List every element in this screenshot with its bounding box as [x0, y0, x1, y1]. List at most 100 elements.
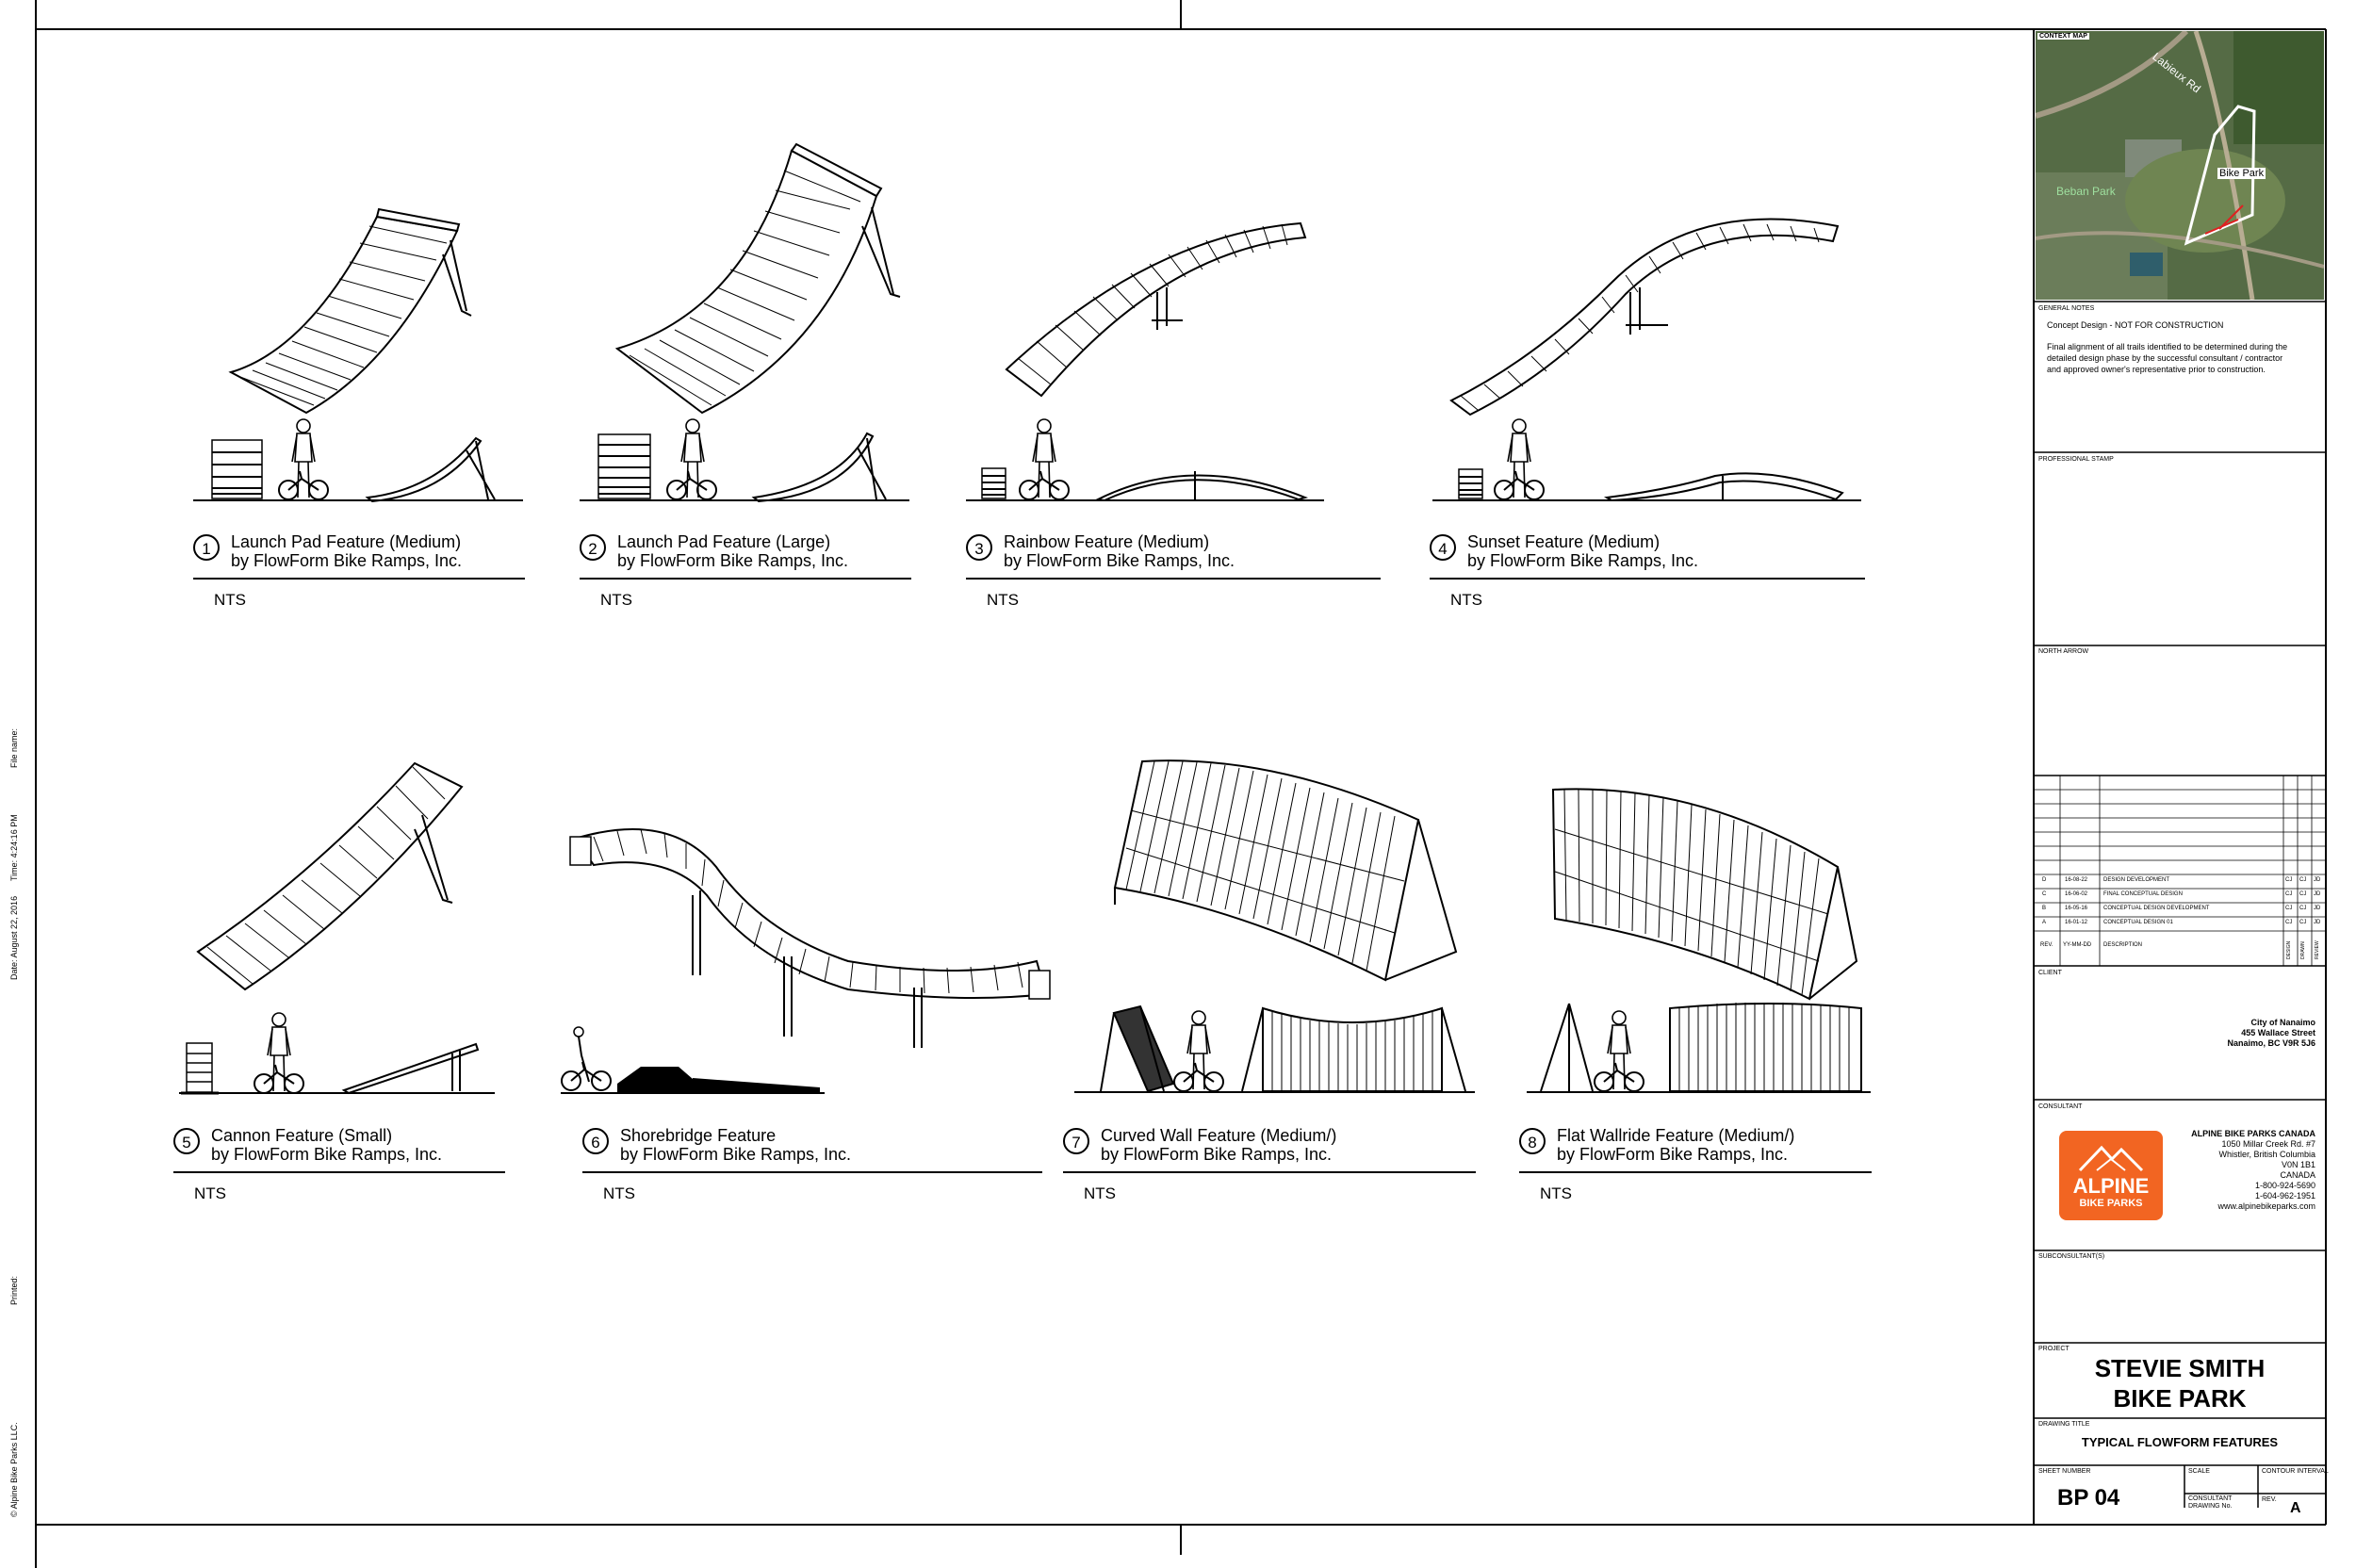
project-line-1: STEVIE SMITH [2094, 1354, 2266, 1382]
caption-title: Curved Wall Feature (Medium/) [1101, 1126, 1337, 1145]
curved-wall-drawing [1074, 760, 1475, 1093]
context-map: CONTEXT MAP Labieux Rd Beban Park Bike P… [2036, 31, 2324, 300]
consultant-drawing-label-1: CONSULTANT [2188, 1495, 2233, 1502]
rev-description: CONCEPTUAL DESIGN DEVELOPMENT [2103, 906, 2210, 911]
caption-scale: NTS [987, 591, 1019, 609]
client-line-3: Nanaimo, BC V9R 5J6 [2227, 1038, 2315, 1048]
title-block-lines [2034, 301, 2326, 1508]
sheet-number-label: SHEET NUMBER [2038, 1468, 2091, 1475]
caption-scale: NTS [1540, 1184, 1572, 1202]
client-address: City of Nanaimo 455 Wallace Street Nanai… [2227, 1018, 2315, 1049]
map-bike-park-label: Bike Park [2217, 168, 2266, 179]
caption-scale: NTS [1450, 591, 1482, 609]
contour-interval-label: CONTOUR INTERVAL [2262, 1468, 2329, 1475]
flat-wallride-drawing [1527, 788, 1871, 1093]
rev-code: B [2042, 906, 2047, 911]
consultant-line-7: 1-604-962-1951 [2254, 1191, 2315, 1200]
caption-rule [582, 1171, 1042, 1173]
caption-rule [580, 578, 911, 580]
launch-pad-medium-drawing [193, 207, 523, 503]
rev-header-desc: DESCRIPTION [2103, 942, 2143, 948]
caption-rule [1430, 578, 1865, 580]
rev-date: 16-06-02 [2065, 891, 2088, 897]
rev-drawn: CJ [2299, 920, 2307, 925]
caption-number: 6 [582, 1128, 609, 1154]
caption-maker: by FlowForm Bike Ramps, Inc. [1101, 1145, 1333, 1164]
caption-title: Rainbow Feature (Medium) [1004, 532, 1210, 551]
caption-maker: by FlowForm Bike Ramps, Inc. [231, 551, 463, 570]
north-arrow-label: NORTH ARROW [2038, 648, 2089, 655]
caption-maker: by FlowForm Bike Ramps, Inc. [617, 551, 849, 570]
caption-title: Launch Pad Feature (Medium) [231, 532, 462, 551]
client-line-2: 455 Wallace Street [2241, 1028, 2315, 1037]
rev-design: CJ [2285, 920, 2293, 925]
consultant-line-1: ALPINE BIKE PARKS CANADA [2191, 1129, 2315, 1138]
caption-rule [966, 578, 1381, 580]
caption-title: Sunset Feature (Medium) [1467, 532, 1661, 551]
feature-drawings [179, 142, 1871, 1095]
consultant-line-5: CANADA [2280, 1170, 2315, 1180]
rev-header-date: YY-MM-DD [2063, 942, 2092, 948]
rev-value: A [2290, 1500, 2301, 1516]
rev-design: CJ [2285, 891, 2293, 897]
caption-scale: NTS [214, 591, 246, 609]
rev-header-review: REVIEW [2315, 940, 2320, 959]
caption-number: 7 [1063, 1128, 1089, 1154]
subconsultant-label: SUBCONSULTANT(S) [2038, 1253, 2105, 1260]
consultant-line-3: Whistler, British Columbia [2218, 1150, 2315, 1159]
professional-stamp-label: PROFESSIONAL STAMP [2038, 456, 2114, 463]
rev-drawn: CJ [2299, 877, 2307, 883]
caption-number: 8 [1519, 1128, 1546, 1154]
caption-title: Flat Wallride Feature (Medium/) [1557, 1126, 1795, 1145]
notes-line-4: and approved owner's representative prio… [2047, 365, 2266, 374]
rev-drawn: CJ [2299, 906, 2307, 911]
caption-scale: NTS [194, 1184, 226, 1202]
consultant-line-2: 1050 Millar Creek Rd. #7 [2221, 1139, 2315, 1149]
rev-label: REV. [2262, 1496, 2277, 1503]
rev-header-drawn: DRAWN [2300, 941, 2306, 959]
caption-number: 5 [173, 1128, 200, 1154]
caption-title: Cannon Feature (Small) [211, 1126, 393, 1145]
project-name: STEVIE SMITH BIKE PARK [2036, 1353, 2324, 1413]
general-notes-label: GENERAL NOTES [2038, 305, 2095, 312]
logo-line-2: BIKE PARKS [2079, 1198, 2143, 1209]
caption-number: 1 [193, 534, 220, 561]
rev-description: FINAL CONCEPTUAL DESIGN [2103, 891, 2183, 897]
drawing-title-label: DRAWING TITLE [2038, 1421, 2090, 1428]
notes-line-3: detailed design phase by the successful … [2047, 353, 2283, 363]
caption-rule [1519, 1171, 1872, 1173]
rev-review: JD [2314, 920, 2321, 925]
caption-rule [1063, 1171, 1476, 1173]
consultant-line-8: www.alpinebikeparks.com [2217, 1201, 2315, 1211]
notes-line-1: Concept Design - NOT FOR CONSTRUCTION [2047, 320, 2224, 330]
caption-maker: by FlowForm Bike Ramps, Inc. [211, 1145, 443, 1164]
map-park-label: Beban Park [2056, 185, 2116, 198]
rev-header-rev: REV. [2040, 942, 2053, 948]
consultant-line-4: V0N 1B1 [2281, 1160, 2315, 1169]
caption-scale: NTS [1084, 1184, 1116, 1202]
sheet-number: BP 04 [2057, 1485, 2120, 1511]
caption-maker: by FlowForm Bike Ramps, Inc. [1004, 551, 1235, 570]
caption-number: 4 [1430, 534, 1456, 561]
shorebridge-drawing [561, 828, 1051, 1094]
context-map-label: CONTEXT MAP [2037, 33, 2089, 40]
rev-description: CONCEPTUAL DESIGN 01 [2103, 920, 2173, 925]
rev-review: JD [2314, 906, 2321, 911]
project-line-2: BIKE PARK [2113, 1384, 2247, 1413]
client-label: CLIENT [2038, 970, 2062, 976]
rev-description: DESIGN DEVELOPMENT [2103, 877, 2170, 883]
rev-review: JD [2314, 877, 2321, 883]
caption-number: 3 [966, 534, 992, 561]
caption-maker: by FlowForm Bike Ramps, Inc. [1557, 1145, 1789, 1164]
rev-date: 16-01-12 [2065, 920, 2088, 925]
rev-design: CJ [2285, 906, 2293, 911]
project-label: PROJECT [2038, 1346, 2070, 1352]
caption-number: 2 [580, 534, 606, 561]
rev-design: CJ [2285, 877, 2293, 883]
rev-date: 16-08-22 [2065, 877, 2088, 883]
drawing-title: TYPICAL FLOWFORM FEATURES [2081, 1435, 2279, 1449]
rev-date: 16-05-16 [2065, 906, 2088, 911]
client-line-1: City of Nanaimo [2250, 1018, 2315, 1027]
caption-maker: by FlowForm Bike Ramps, Inc. [1467, 551, 1699, 570]
